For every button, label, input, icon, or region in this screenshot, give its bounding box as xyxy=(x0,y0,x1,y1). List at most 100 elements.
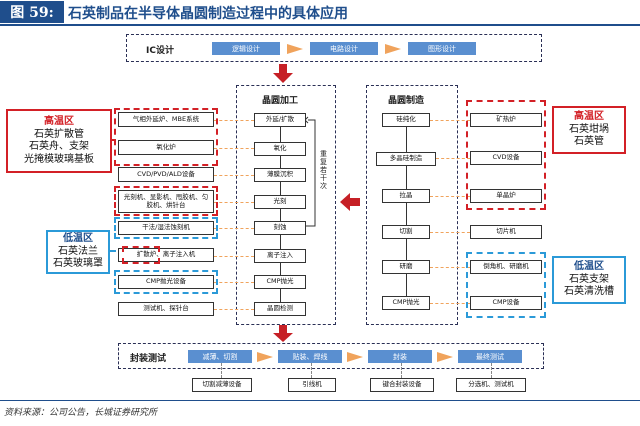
connector-right-4 xyxy=(430,232,470,233)
equipment-left-7: CMP抛光设备 xyxy=(118,275,214,289)
wafer-making-frame xyxy=(366,85,458,325)
equipment-left-2: 氧化炉 xyxy=(118,140,214,155)
process-step-inspection: 晶圆检测 xyxy=(254,302,306,316)
ic-step-1: 逻辑设计 xyxy=(212,42,280,55)
pack-step-2: 贴装、焊线 xyxy=(278,350,342,363)
making-step-1: 硅纯化 xyxy=(382,113,430,127)
wafer-processing-frame xyxy=(236,85,336,325)
equipment-left-3: CVD/PVD/ALD设备 xyxy=(118,167,214,182)
equipment-right-6: CMP设备 xyxy=(470,296,542,310)
pack-link-3 xyxy=(401,363,402,378)
equipment-right-4: 切片机 xyxy=(470,225,542,239)
processing-spine xyxy=(280,126,281,307)
right-high-temp-zone: 高温区 石英坩埚 石英管 xyxy=(552,106,626,154)
footer-rule xyxy=(0,400,640,401)
connector-left-4 xyxy=(214,202,254,203)
left-low-temp-group xyxy=(114,217,218,239)
figure-number: 图 59: xyxy=(0,1,64,23)
pack-step-3: 封装 xyxy=(368,350,432,363)
connector-right-6 xyxy=(430,303,470,304)
equipment-left-6: 扩散炉、离子注入机 xyxy=(118,248,214,262)
left-arrow-icon xyxy=(340,193,360,211)
connector-left-7 xyxy=(214,282,254,283)
connector-left-8 xyxy=(214,309,254,310)
equipment-right-2: CVD设备 xyxy=(470,151,542,165)
pack-link-2 xyxy=(311,363,312,378)
left-low-temp-line-1: 石英法兰 xyxy=(58,245,98,257)
figure-title: 石英制品在半导体晶圆制造过程中的具体应用 xyxy=(68,6,348,22)
pack-equipment-4: 分选机、测试机 xyxy=(456,378,526,392)
making-step-6: CMP抛光 xyxy=(382,296,430,310)
pack-arrow-1 xyxy=(257,352,273,362)
left-high-temp-zone: 高温区 石英扩散管 石英舟、支架 光掩模玻璃基板 xyxy=(6,109,112,173)
packaging-frame xyxy=(118,343,544,369)
left-high-temp-line-2: 石英舟、支架 xyxy=(29,141,89,152)
left-low-temp-group-2 xyxy=(114,270,218,294)
left-high-temp-line-3: 光掩模玻璃基板 xyxy=(24,153,94,165)
equipment-left-8: 测试机、探针台 xyxy=(118,302,214,316)
ic-step-3: 图形设计 xyxy=(408,42,476,55)
right-high-temp-group xyxy=(466,100,546,210)
left-low-temp-zone: 低温区 石英法兰 石英玻璃罩 xyxy=(46,230,110,274)
title-bar xyxy=(0,0,640,26)
connector-left-6 xyxy=(214,256,254,257)
source-note: 资料来源：公司公告，长城证券研究所 xyxy=(4,408,158,418)
ic-arrow-1 xyxy=(287,44,303,54)
right-high-temp-line-1: 石英坩埚 xyxy=(569,123,609,135)
process-step-cmp: CMP抛光 xyxy=(254,275,306,289)
equipment-right-3: 单晶炉 xyxy=(470,189,542,203)
pack-equipment-2: 引线机 xyxy=(288,378,336,392)
equipment-left-4: 光刻机、显影机、甩胶机、匀胶机、烘针台 xyxy=(118,190,214,213)
left-high-temp-group-2 xyxy=(114,186,218,216)
making-step-2: 多晶硅制造 xyxy=(376,152,436,166)
left-high-temp-title: 高温区 xyxy=(44,116,74,127)
ic-design-label: IC设计 xyxy=(146,46,174,56)
right-low-temp-title: 低温区 xyxy=(574,261,604,273)
left-low-pointer xyxy=(110,250,116,252)
connector-right-5 xyxy=(430,267,470,268)
connector-right-3 xyxy=(430,196,470,197)
right-high-temp-line-2: 石英管 xyxy=(574,136,604,148)
making-step-4: 切割 xyxy=(382,225,430,239)
down-arrow-icon xyxy=(273,64,293,83)
left-high-temp-group xyxy=(114,108,218,166)
left-low-temp-line-2: 石英玻璃罩 xyxy=(53,258,103,270)
wafer-processing-label: 晶圆加工 xyxy=(262,96,299,106)
left-high-pointer xyxy=(112,139,116,141)
equipment-right-1: 矿热炉 xyxy=(470,113,542,127)
right-low-temp-line-2: 石英清洗槽 xyxy=(564,286,614,298)
making-spine xyxy=(406,126,407,308)
connector-left-5 xyxy=(214,228,254,229)
right-high-temp-title: 高温区 xyxy=(574,111,604,123)
ic-step-2: 电路设计 xyxy=(310,42,378,55)
connector-left-2 xyxy=(214,148,254,149)
pack-link-4 xyxy=(491,363,492,378)
ic-design-frame xyxy=(126,34,542,62)
pack-link-1 xyxy=(221,363,222,378)
connector-right-1 xyxy=(430,120,470,121)
repeat-label: 重复若干次 xyxy=(320,150,327,191)
process-step-epitaxy: 外延/扩散 xyxy=(254,113,306,127)
repeat-loop-icon xyxy=(305,116,316,227)
process-step-implant: 离子注入 xyxy=(254,249,306,263)
left-low-temp-title: 低温区 xyxy=(63,233,93,245)
making-step-3: 拉晶 xyxy=(382,189,430,203)
ic-arrow-2 xyxy=(385,44,401,54)
pack-arrow-2 xyxy=(347,352,363,362)
process-step-etching: 刻蚀 xyxy=(254,221,306,235)
pack-step-1: 减薄、切割 xyxy=(188,350,252,363)
process-step-deposition: 薄膜沉积 xyxy=(254,168,306,182)
right-low-temp-line-1: 石英支架 xyxy=(569,273,609,285)
connector-left-1 xyxy=(214,120,254,121)
wafer-making-label: 晶圆制造 xyxy=(388,96,425,106)
process-step-oxidation: 氧化 xyxy=(254,142,306,156)
pack-equipment-1: 切割减薄设备 xyxy=(192,378,252,392)
equipment-left-5: 干法/湿法蚀刻机 xyxy=(118,221,214,235)
right-low-temp-group xyxy=(466,252,546,318)
equipment-left-1: 气相外延炉、MBE系统 xyxy=(118,112,214,127)
down-arrow-icon-2 xyxy=(273,325,293,342)
process-step-lithography: 光刻 xyxy=(254,195,306,209)
left-high-temp-group-3 xyxy=(122,246,160,264)
making-step-5: 研磨 xyxy=(382,260,430,274)
pack-arrow-3 xyxy=(437,352,453,362)
